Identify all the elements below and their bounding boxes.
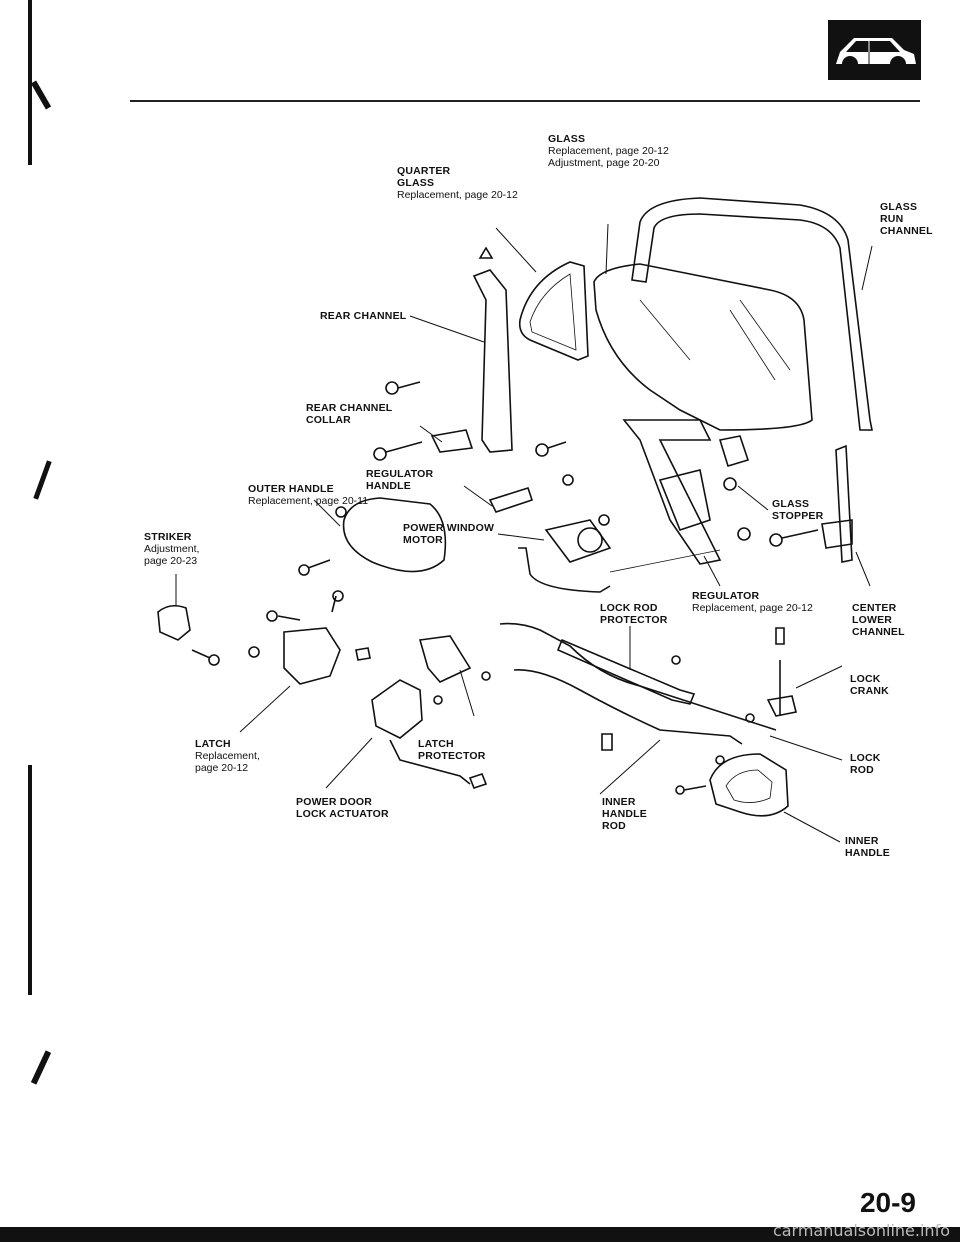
label-glass: GLASS Replacement, page 20-12 Adjustment… (548, 133, 669, 169)
binder-mark (28, 0, 32, 165)
inner-handle-part (709, 753, 789, 817)
label-lock-rod-protector: LOCK ROD PROTECTOR (600, 602, 668, 626)
rear-channel-part (472, 269, 513, 453)
door-glass-part (593, 263, 813, 431)
binder-mark (28, 765, 32, 995)
quarter-glass-part (518, 261, 589, 361)
label-lock-rod: LOCK ROD (850, 752, 881, 776)
header-rule (130, 100, 920, 102)
label-latch: LATCH Replacement, page 20-12 (195, 738, 260, 774)
label-regulator: REGULATOR Replacement, page 20-12 (692, 590, 813, 614)
glass-run-channel-part (631, 197, 873, 431)
lock-rod-part (499, 622, 777, 731)
car-body-icon (828, 20, 921, 80)
striker-part (157, 604, 191, 641)
label-latch-protector: LATCH PROTECTOR (418, 738, 486, 762)
footer-bar (0, 1227, 960, 1242)
latch-part (283, 627, 341, 685)
glass-stopper-part (718, 435, 750, 467)
watermark: carmanualsonline.info (772, 1221, 950, 1240)
latch-protector-part (418, 635, 472, 683)
power-window-motor-part (544, 519, 612, 563)
leader-lines (175, 223, 873, 843)
label-glass-stopper: GLASS STOPPER (772, 498, 824, 522)
page-number: 20-9 (859, 1187, 916, 1218)
label-rear-channel-collar: REAR CHANNEL COLLAR (306, 402, 393, 426)
power-door-lock-actuator-part (371, 679, 423, 739)
label-regulator-handle: REGULATOR HANDLE (366, 468, 434, 492)
regulator-part (622, 419, 722, 565)
inner-handle-rod-part (513, 669, 743, 745)
label-power-door-lock-actuator: POWER DOOR LOCK ACTUATOR (296, 796, 389, 820)
label-lock-crank: LOCK CRANK (850, 673, 889, 697)
label-power-window-motor: POWER WINDOW MOTOR (403, 522, 495, 546)
label-center-lower-channel: CENTER LOWER CHANNEL (852, 602, 905, 638)
label-glass-run-channel: GLASS RUN CHANNEL (880, 201, 933, 237)
rear-channel-collar-part (430, 429, 474, 453)
lock-rod-protector-part (556, 638, 696, 705)
label-quarter-glass: QUARTER GLASS Replacement, page 20-12 (397, 165, 518, 201)
regulator-handle-part (488, 487, 534, 513)
screw-part (478, 246, 494, 259)
label-striker: STRIKER Adjustment, page 20-23 (144, 531, 200, 567)
outer-handle-part (342, 497, 447, 573)
label-inner-handle-rod: INNER HANDLE ROD (602, 796, 647, 832)
center-lower-channel-part (835, 444, 853, 563)
label-rear-channel: REAR CHANNEL (320, 310, 407, 322)
label-outer-handle: OUTER HANDLE Replacement, page 20-11 (248, 483, 369, 507)
label-inner-handle: INNER HANDLE (845, 835, 890, 859)
